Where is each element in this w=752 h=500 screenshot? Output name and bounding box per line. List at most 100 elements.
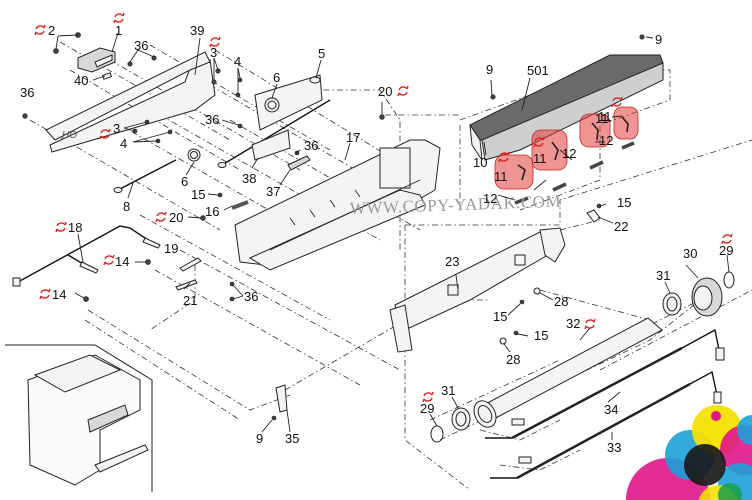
connector-block-1[interactable] (77, 47, 116, 73)
part-40[interactable] (101, 72, 113, 80)
wire-harness-18[interactable] (12, 225, 161, 287)
machine-overview-inset (5, 344, 153, 492)
part-label[interactable]: 36 (134, 38, 148, 53)
gear-30[interactable] (691, 277, 723, 317)
thermistor-wire-8[interactable] (113, 159, 177, 193)
part-label[interactable]: 19 (164, 241, 178, 256)
highlighted-parts-11 (494, 106, 639, 190)
part-label[interactable]: 14 (115, 254, 129, 269)
part-label[interactable]: 28 (554, 294, 568, 309)
part-label[interactable]: 3 (210, 45, 217, 60)
part-label[interactable]: 36 (304, 138, 318, 153)
spring-16[interactable] (231, 200, 249, 210)
part-label[interactable]: 31 (656, 268, 670, 283)
heat-roller-32[interactable] (470, 317, 663, 431)
part-label[interactable]: 11 (494, 169, 508, 184)
part-label[interactable]: 3 (113, 121, 120, 136)
heater-lamp-34[interactable] (485, 328, 725, 440)
bearing-31-left[interactable] (451, 407, 471, 431)
part-label[interactable]: 28 (506, 352, 520, 367)
lamp-connector-a (511, 418, 525, 426)
part-label[interactable]: 4 (120, 136, 127, 151)
separation-pawls-11[interactable] (517, 116, 629, 181)
svg-text:HO: HO (62, 130, 77, 141)
part-label[interactable]: 22 (614, 219, 628, 234)
plate-38[interactable] (251, 129, 291, 161)
upper-guide-501[interactable] (469, 54, 664, 161)
part-label[interactable]: 18 (68, 220, 82, 235)
replace-icon (113, 12, 125, 24)
part-label[interactable]: 11 (595, 111, 609, 126)
replace-icon (99, 128, 111, 140)
washer-28a[interactable] (533, 287, 541, 295)
bearing-31-right[interactable] (662, 292, 682, 316)
part-label[interactable]: 2 (48, 23, 55, 38)
cover-panel-39[interactable]: HO (45, 51, 216, 153)
part-label[interactable]: 33 (607, 440, 621, 455)
part-label[interactable]: 39 (190, 23, 204, 38)
part-37[interactable] (287, 155, 311, 171)
part-label[interactable]: 30 (683, 246, 697, 261)
part-label[interactable]: 36 (20, 85, 34, 100)
part-label[interactable]: 34 (604, 402, 618, 417)
part-label[interactable]: 23 (445, 254, 459, 269)
bracket-5[interactable] (254, 74, 323, 131)
part-label[interactable]: 12 (562, 146, 576, 161)
part-label[interactable]: 15 (191, 187, 205, 202)
wire-upper (221, 99, 331, 166)
part-label[interactable]: 5 (318, 46, 325, 61)
replace-icon (209, 36, 221, 48)
part-labels: 2 1 36 39 40 36 3 4 6 5 20 36 3 4 6 8 36… (20, 23, 733, 455)
part-label[interactable]: 29 (719, 243, 733, 258)
ring-29-right[interactable] (723, 271, 735, 289)
part-label[interactable]: 12 (483, 191, 497, 206)
part-label[interactable]: 15 (534, 328, 548, 343)
part-label[interactable]: 11 (533, 151, 547, 166)
part-label[interactable]: 20 (169, 210, 183, 225)
part-label[interactable]: 16 (205, 204, 219, 219)
part-22[interactable] (586, 209, 601, 223)
part-label[interactable]: 4 (234, 54, 241, 69)
part-label[interactable]: 9 (486, 62, 493, 77)
part-label[interactable]: 20 (378, 84, 392, 99)
part-label[interactable]: 12 (599, 133, 613, 148)
frame-17[interactable] (234, 139, 441, 271)
part-label[interactable]: 21 (183, 293, 197, 308)
replace-icon (155, 211, 167, 223)
part-label[interactable]: 32 (566, 316, 580, 331)
part-label[interactable]: 36 (205, 112, 219, 127)
frame-23[interactable] (389, 227, 566, 353)
bracket-35[interactable] (275, 384, 288, 413)
heater-lamp-33[interactable] (490, 370, 722, 480)
part-label[interactable]: 9 (655, 32, 662, 47)
part-label[interactable]: 8 (123, 199, 130, 214)
part-label[interactable]: 9 (256, 431, 263, 446)
part-label[interactable]: 11 (598, 109, 612, 124)
part-label[interactable]: 29 (420, 401, 434, 416)
part-label[interactable]: 17 (346, 130, 360, 145)
part-label[interactable]: 38 (242, 171, 256, 186)
replace-icon (39, 288, 51, 300)
part-label[interactable]: 15 (617, 195, 631, 210)
springs-12[interactable] (514, 141, 635, 205)
part-label[interactable]: 14 (52, 287, 66, 302)
part-label[interactable]: 501 (527, 63, 549, 78)
ring-29-left[interactable] (430, 425, 444, 443)
part-label[interactable]: 6 (181, 174, 188, 189)
part-label[interactable]: 35 (285, 431, 299, 446)
bearing-6-lower[interactable] (187, 148, 201, 162)
part-label[interactable]: 40 (74, 73, 88, 88)
part-19[interactable] (179, 257, 202, 272)
bearing-6-top[interactable] (264, 97, 280, 113)
part-label[interactable]: 31 (441, 383, 455, 398)
part-21[interactable] (175, 279, 198, 291)
part-label[interactable]: 6 (273, 70, 280, 85)
part-label[interactable]: 15 (493, 309, 507, 324)
part-label[interactable]: 1 (115, 23, 122, 38)
part-label[interactable]: 10 (473, 155, 487, 170)
replace-icon (397, 85, 409, 97)
part-label[interactable]: 37 (266, 184, 280, 199)
part-label[interactable]: 36 (244, 289, 258, 304)
washer-28b[interactable] (499, 337, 507, 345)
